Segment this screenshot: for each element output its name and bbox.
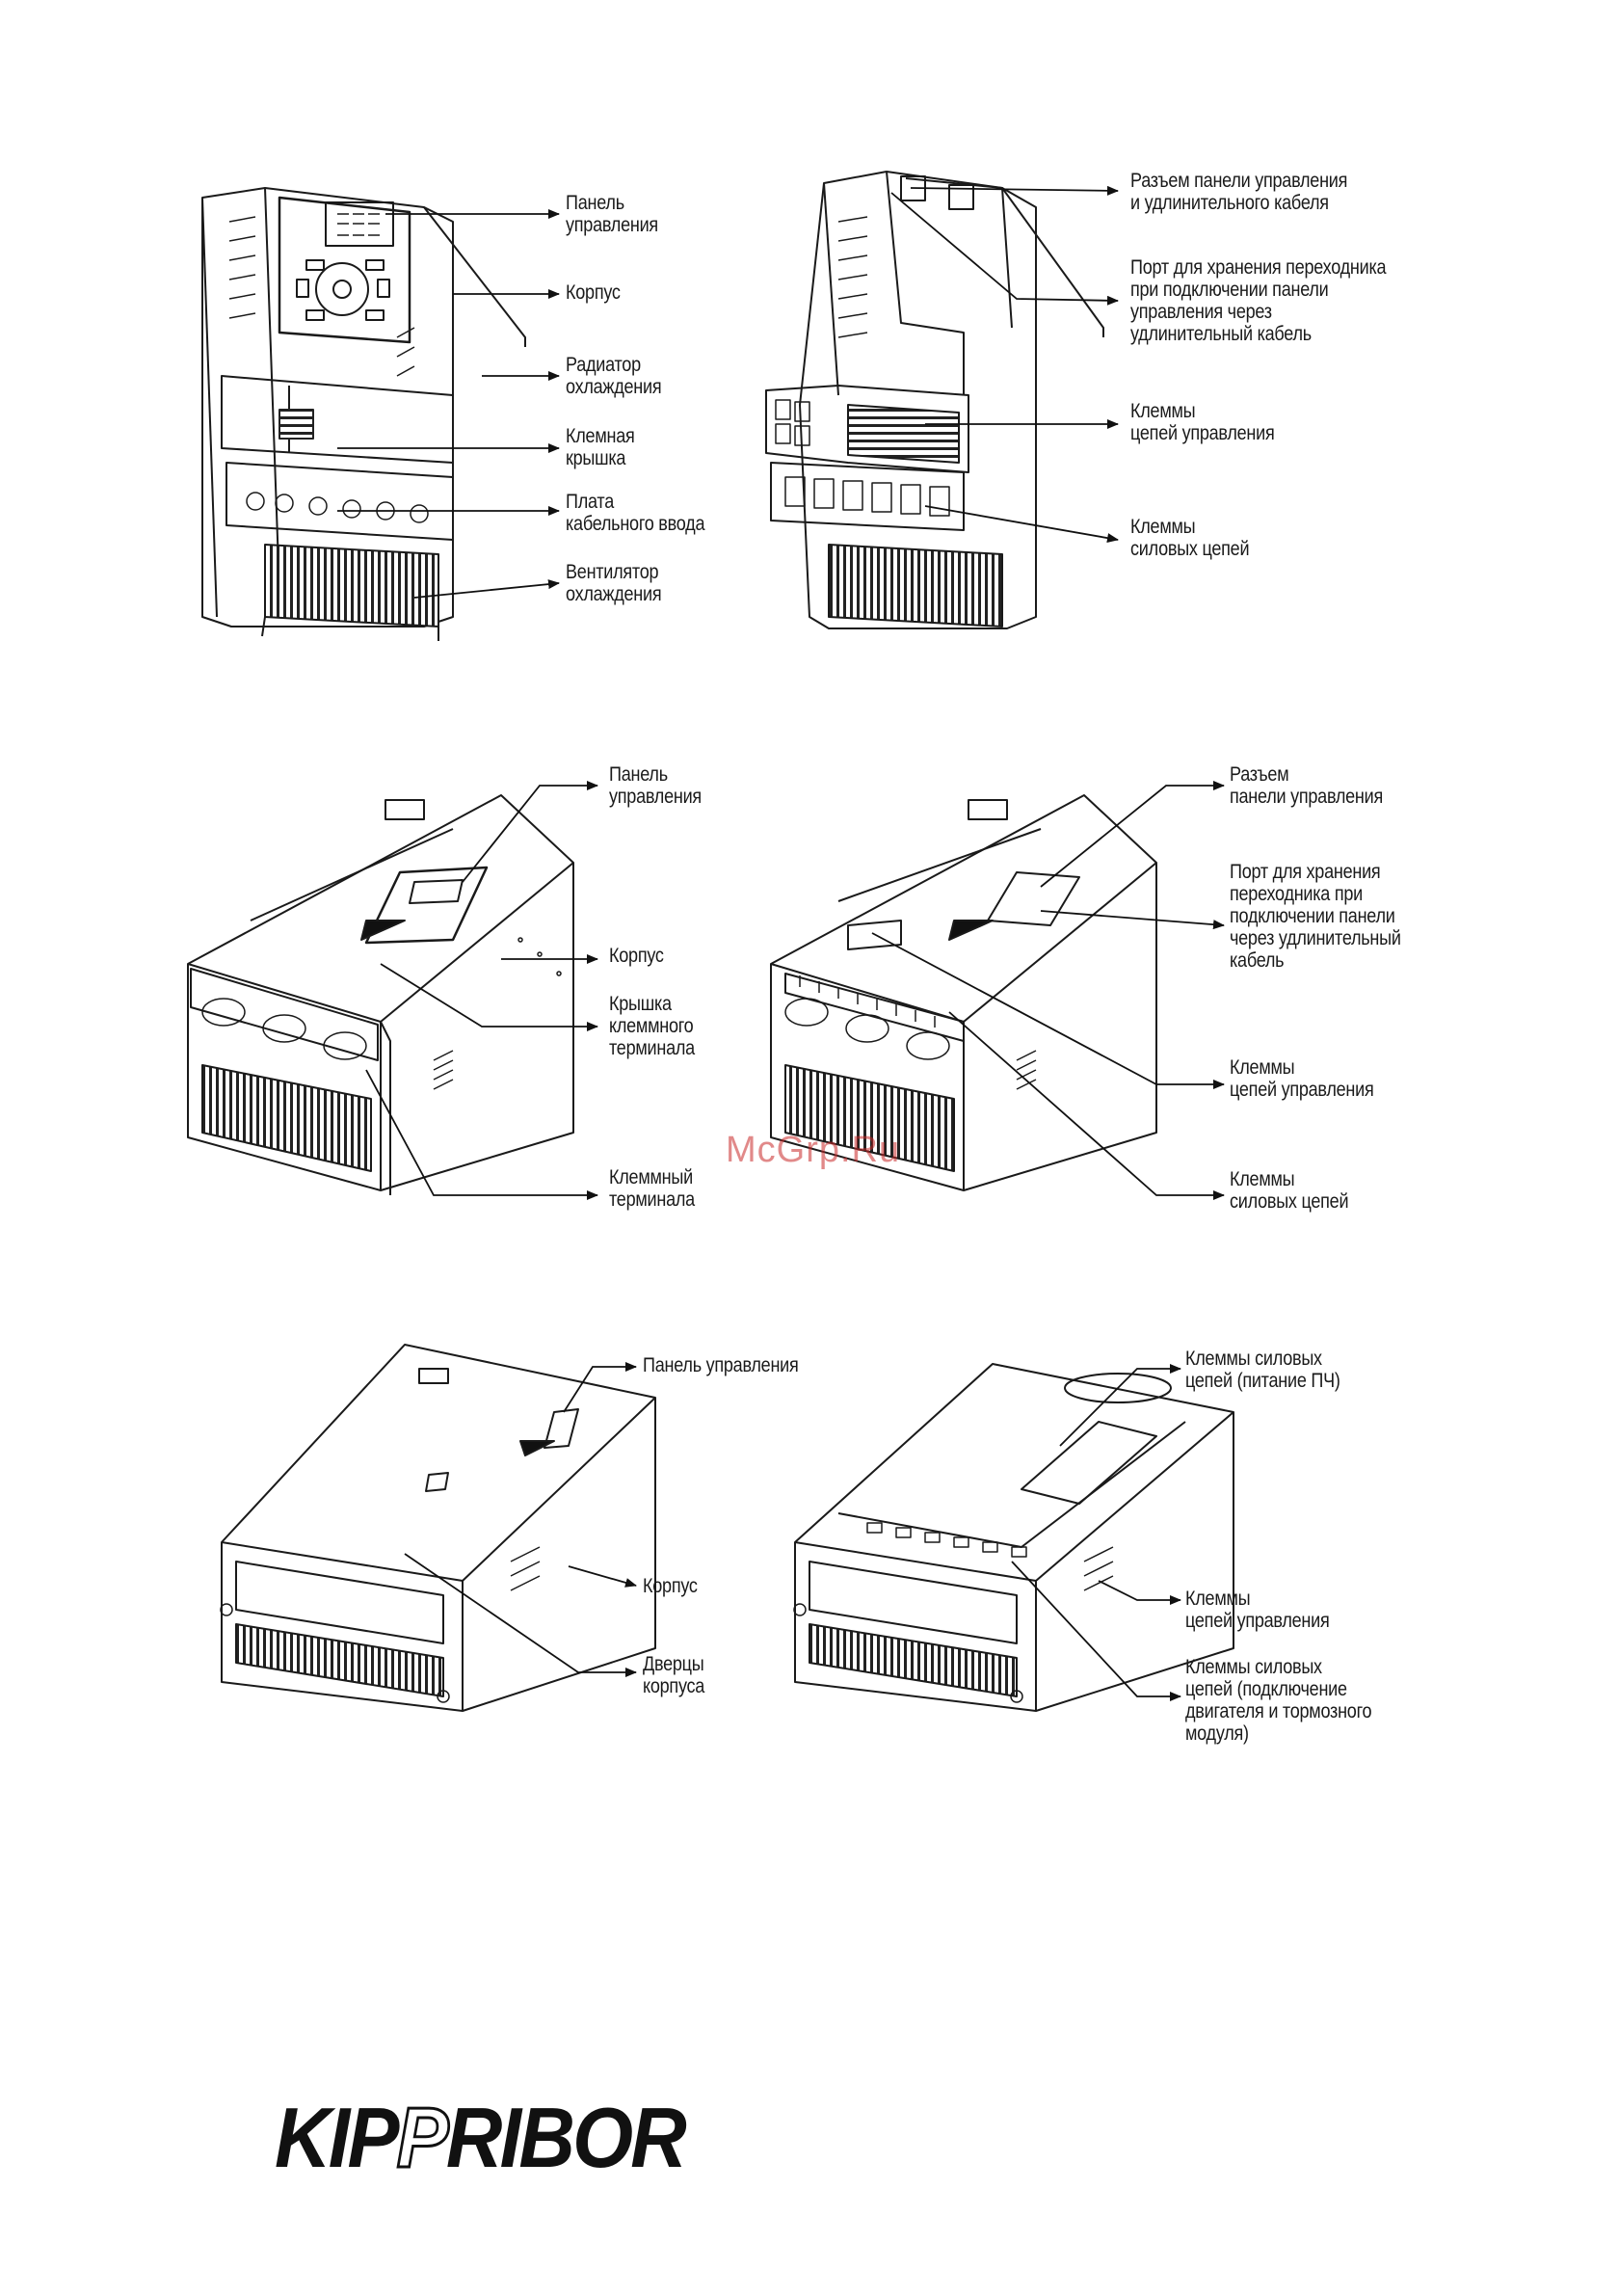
drive-small-front	[201, 187, 526, 641]
drive-large-front	[220, 1344, 656, 1712]
leader-lines	[337, 185, 1225, 1701]
drive-medium-open	[770, 794, 1157, 1191]
fig5-label-control-panel: Панель управления	[643, 1354, 799, 1376]
fig1-label-housing: Корпус	[566, 281, 621, 304]
drive-large-open	[793, 1363, 1234, 1712]
drive-small-open	[765, 171, 1104, 629]
fig5-label-housing: Корпус	[643, 1575, 698, 1597]
kippribor-logo: KIPPRIBOR	[275, 2089, 687, 2187]
fig3-label-housing: Корпус	[609, 945, 664, 967]
watermark: McGrp.Ru	[726, 1130, 901, 1170]
drive-medium-front	[187, 794, 574, 1195]
